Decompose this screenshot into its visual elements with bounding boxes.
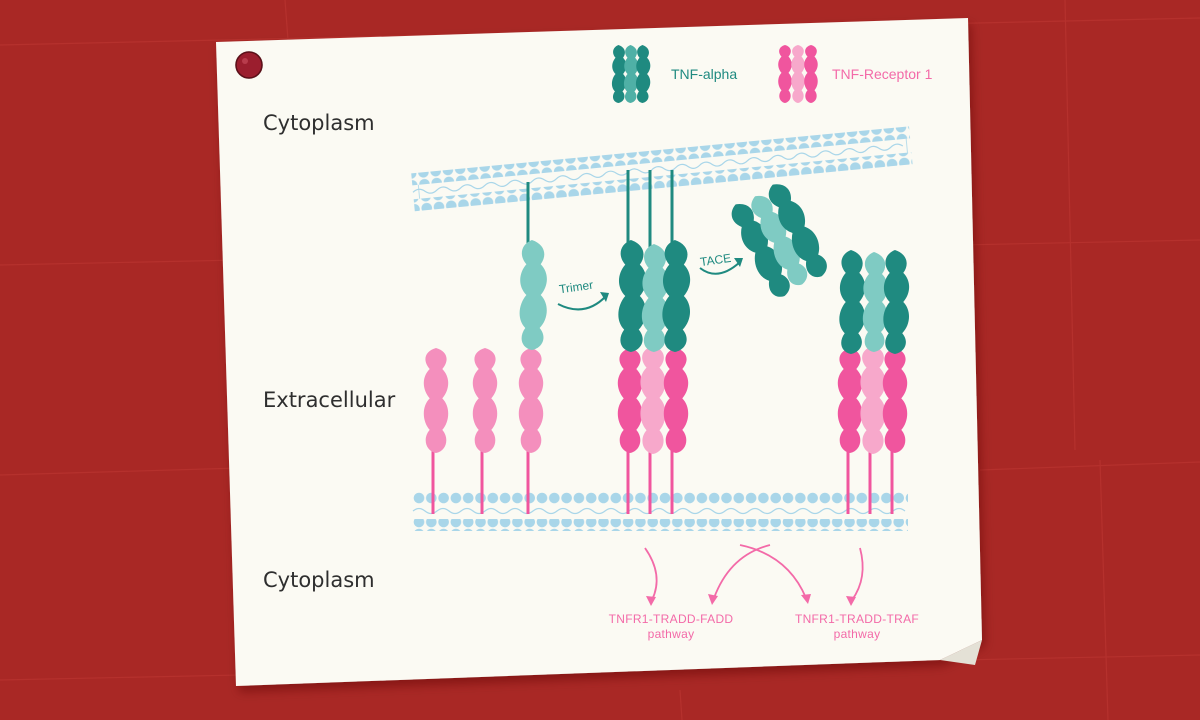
membrane-top: [411, 126, 913, 212]
pushpin-icon: [235, 51, 263, 79]
paper-fold: [940, 640, 982, 665]
membrane-bottom: [412, 492, 908, 531]
trimer-arrow: [557, 295, 607, 311]
tace-arrow: [699, 261, 741, 275]
soluble-tnf-receptor-complex: [837, 250, 910, 514]
traf-pathway-line2: pathway: [833, 627, 881, 641]
extracellular-label: Extracellular: [263, 388, 396, 412]
tnf-receptor-protein-icon: [778, 45, 818, 103]
tnf-trimer-complex-membrane: [617, 170, 691, 514]
pathway-arrows: [644, 544, 864, 601]
fadd-pathway-label: TNFR1-TRADD-FADD pathway: [596, 612, 746, 642]
traf-pathway-line1: TNFR1-TRADD-TRAF: [794, 612, 920, 626]
fadd-pathway-line1: TNFR1-TRADD-FADD: [608, 612, 734, 626]
soluble-tnf-trimer: [725, 177, 835, 302]
tnf-alpha-protein-icon: [611, 45, 651, 103]
legend-tnf-receptor: TNF-Receptor 1: [832, 66, 933, 82]
receptor-monomer-1: [423, 348, 449, 514]
receptor-monomer-2: [472, 348, 498, 514]
fadd-pathway-line2: pathway: [647, 627, 695, 641]
cytoplasm-top-label: Cytoplasm: [263, 111, 375, 135]
receptor-with-tnf-monomer: [518, 182, 547, 514]
cytoplasm-bottom-label: Cytoplasm: [263, 568, 375, 592]
legend-tnf-alpha: TNF-alpha: [671, 66, 738, 82]
traf-pathway-label: TNFR1-TRADD-TRAF pathway: [782, 612, 932, 642]
